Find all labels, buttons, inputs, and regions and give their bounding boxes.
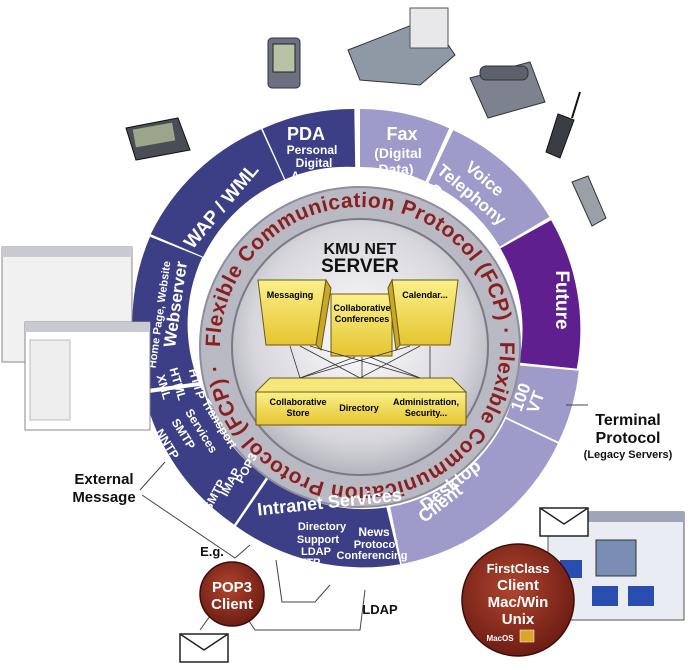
- segment-vt100: [506, 365, 579, 442]
- segment-voice: [428, 130, 550, 247]
- terminal-label-3: (Legacy Servers): [584, 449, 673, 461]
- envelope-icon: [179, 633, 229, 663]
- segment-pda: [262, 108, 356, 180]
- firstclass-label-2: Client: [497, 577, 539, 594]
- segment-future: [500, 220, 581, 369]
- future-label: Future: [551, 270, 572, 329]
- macos-label: MacOS: [486, 634, 514, 643]
- pop3-client-bubble: [199, 561, 265, 627]
- admin-label-2: Security...: [405, 408, 447, 418]
- segment-intranet: [236, 478, 401, 568]
- news-label-2: Protocol: [354, 539, 399, 551]
- segment-wap: [150, 129, 285, 257]
- segment-fax: [360, 109, 450, 182]
- server-title-line1: KMU NET: [324, 241, 397, 258]
- server-components: [254, 278, 468, 426]
- segment-transport: [144, 385, 267, 525]
- pda-sub2: Digital: [296, 156, 333, 170]
- firstclass-label-3: Mac/Win: [488, 594, 549, 611]
- directory-support-4: FTP: [300, 557, 321, 569]
- component-arrows: [289, 345, 431, 379]
- pda-title: PDA: [287, 124, 325, 144]
- windows-logo-icon: [519, 629, 535, 643]
- external-label-1: External: [74, 471, 133, 488]
- firstclass-label-4: Unix: [502, 611, 535, 628]
- admin-label-1: Administration,: [393, 397, 459, 407]
- news-label-3: Conferencing: [337, 550, 408, 562]
- store-box-top: [254, 377, 468, 393]
- fax-machine-icon: [347, 7, 456, 86]
- eg-label: E.g.: [200, 544, 224, 559]
- firstclass-client-bubble: [461, 543, 575, 657]
- server-title-line2: SERVER: [321, 256, 399, 277]
- external-label-2: Message: [72, 489, 135, 506]
- directory-support-1: Directory: [298, 521, 347, 533]
- news-label-1: News: [358, 525, 390, 539]
- envelope-icon: [539, 507, 589, 537]
- wap-communicator-icon: [125, 117, 191, 161]
- store-box: [255, 391, 467, 426]
- fax-sub2: Data): [378, 161, 413, 177]
- conferences-box: [330, 293, 393, 357]
- segment-desktop: [390, 418, 558, 564]
- directory-support-2: Support: [297, 534, 339, 546]
- pda-device-icon: [267, 37, 301, 89]
- directory-support-3: LDAP: [301, 546, 331, 558]
- mobile-phone-icon: [545, 91, 607, 227]
- xml-label: XML: [154, 373, 174, 401]
- desk-phone-icon: [469, 61, 546, 119]
- connector-lines: [139, 404, 588, 631]
- ldap-label: LDAP: [362, 602, 398, 617]
- directory-label: Directory: [339, 403, 379, 413]
- pda-sub1: Personal: [287, 143, 338, 157]
- pda-sub3: Assistant: [291, 169, 345, 183]
- conferences-label-2: Conferences: [335, 314, 390, 324]
- fax-sub1: (Digital: [374, 145, 421, 161]
- messaging-label: Messaging: [267, 290, 314, 300]
- terminal-label-2: Protocol: [596, 430, 661, 447]
- firstclass-label-1: FirstClass: [487, 561, 550, 576]
- calendar-label: Calendar...: [402, 290, 448, 300]
- conferences-label-1: Collaborative: [333, 303, 390, 313]
- terminal-label-1: Terminal: [595, 412, 661, 429]
- browser-window-icon: [1, 246, 151, 431]
- pop3-client-label-2: Client: [211, 596, 253, 613]
- pop3-client-label-1: POP3: [212, 579, 252, 596]
- fax-title: Fax: [386, 124, 417, 144]
- store-label-1: Collaborative: [269, 397, 326, 407]
- store-label-2: Store: [286, 408, 309, 418]
